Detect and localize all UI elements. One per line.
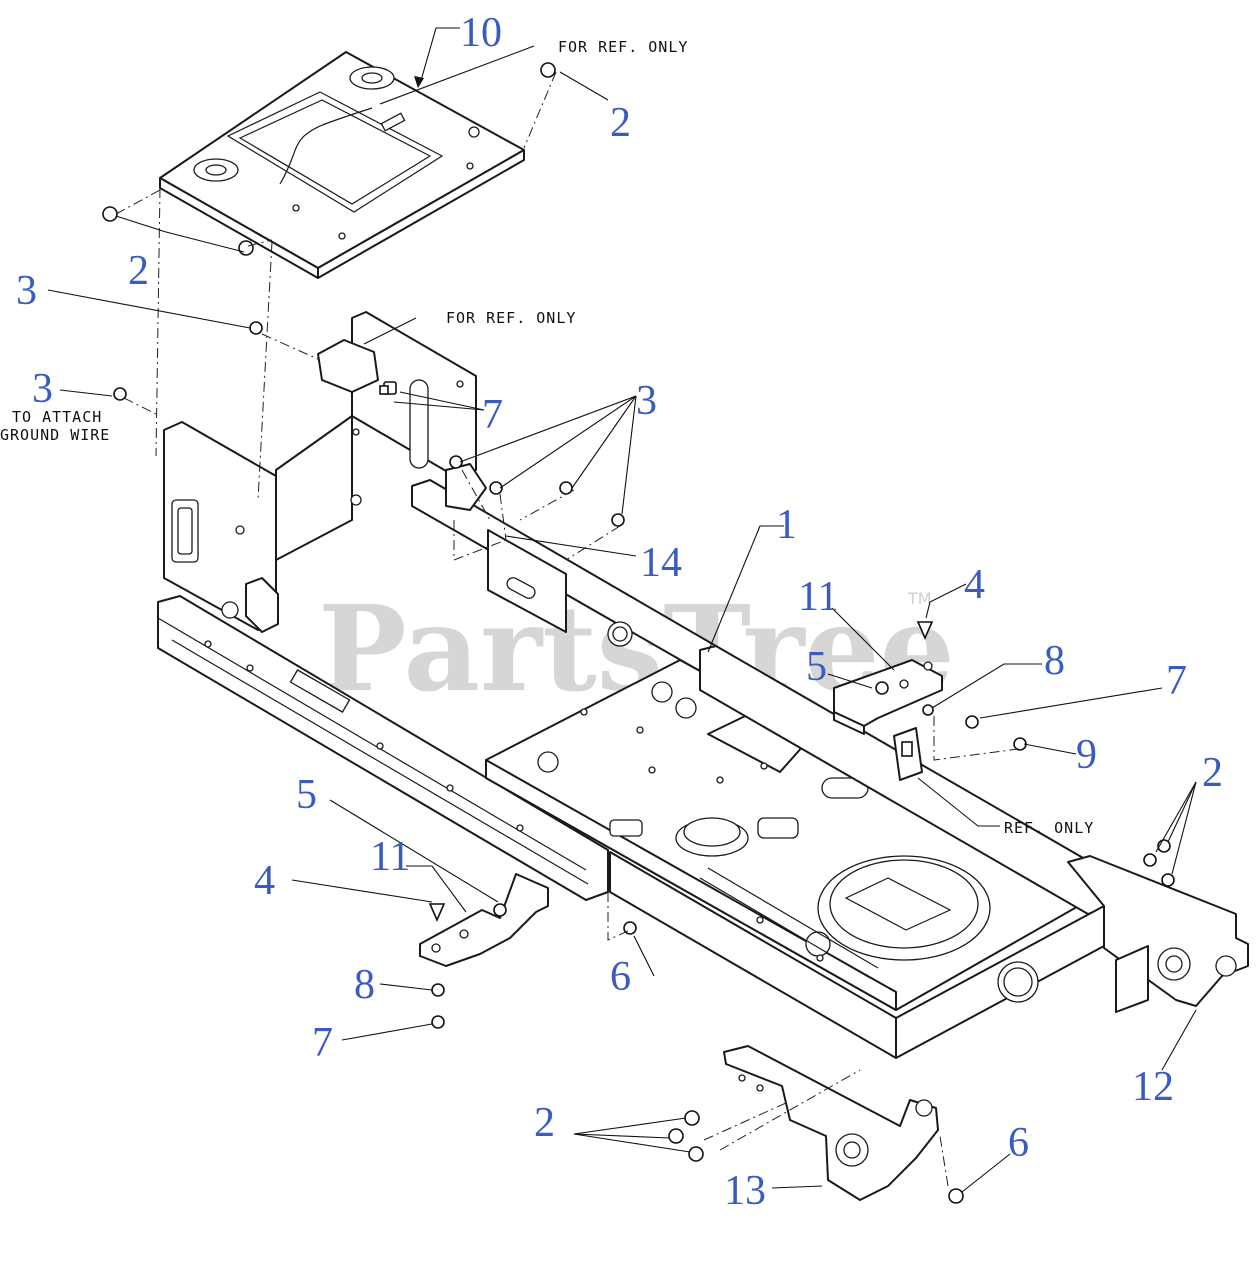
callout-6-left: 6 [610,954,631,1000]
note-ref-only: REF. ONLY [1004,819,1094,837]
bracket-part-11-left [419,873,549,967]
callout-3-upper-left: 3 [16,268,37,314]
callout-8-right: 8 [1044,638,1065,684]
seat-plate-part-10 [159,51,525,279]
callout-2-left: 2 [128,248,149,294]
note-for-ref-only-top: FOR REF. ONLY [558,38,688,56]
callout-7-right: 7 [1166,658,1187,704]
fasteners [102,62,1175,1204]
callout-2-top-right: 2 [610,100,631,146]
callout-4-left: 4 [254,858,275,904]
front-bracket-part-12 [1067,855,1249,1013]
frame-rear-left-upright [163,421,279,633]
callout-10: 10 [460,10,502,56]
bracket-part-11-right [833,659,943,735]
callout-5-left: 5 [296,772,317,818]
callout-numbers: 10 2 2 3 3 7 3 14 1 11 4 5 8 7 9 2 5 11 … [16,10,1223,1214]
callout-11-right: 11 [798,574,838,620]
switch-part-ref-only [893,727,923,781]
leader-lines [47,27,1197,1193]
callout-11-left: 11 [370,834,410,880]
notes: FOR REF. ONLY FOR REF. ONLY REF. ONLY TO… [0,38,1094,837]
callout-4-right: 4 [964,562,985,608]
callout-13: 13 [724,1168,766,1214]
assembly-lines [115,71,1027,1187]
callout-3-ground-wire: 3 [32,366,53,412]
callout-1: 1 [776,502,797,548]
callout-14: 14 [640,540,682,586]
callout-7-left: 7 [312,1020,333,1066]
callout-7-switch: 7 [482,392,503,438]
callout-5-right: 5 [806,644,827,690]
callout-12: 12 [1132,1064,1174,1110]
callout-2-bottom-group: 2 [534,1100,555,1146]
ignition-switch-ref [317,339,397,395]
front-bracket-part-13 [723,1045,939,1201]
frame-left-rail-part-1 [157,595,609,901]
note-attach-line2: GROUND WIRE [0,426,110,444]
note-attach-line1: TO ATTACH [12,408,102,426]
note-for-ref-only-switch: FOR REF. ONLY [446,309,576,327]
watermark-tm: TM [907,589,932,608]
callout-9: 9 [1076,732,1097,778]
callout-2-right-group: 2 [1202,750,1223,796]
callout-3-group: 3 [636,378,657,424]
callout-8-left: 8 [354,962,375,1008]
callout-6-bottom-right: 6 [1008,1120,1029,1166]
